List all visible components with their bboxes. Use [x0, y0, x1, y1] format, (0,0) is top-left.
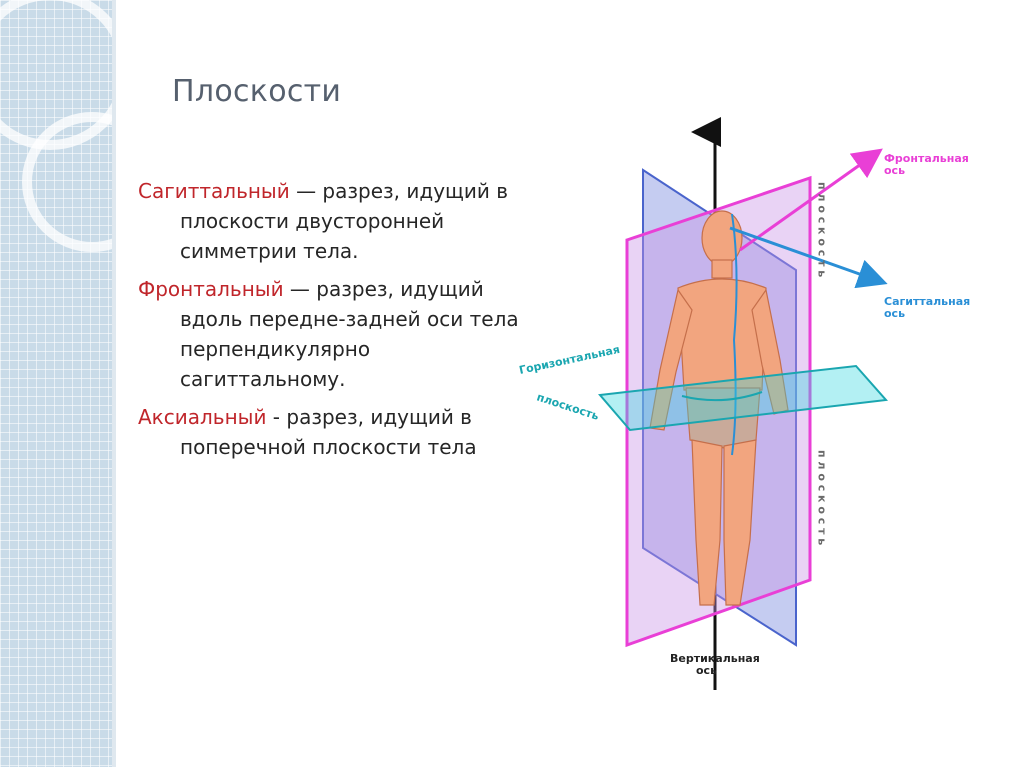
human-figure — [649, 210, 789, 606]
horizontal-plane-section — [681, 391, 763, 402]
planes-illustration: Фронтальная ось Сагиттальная ось Горизон… — [518, 117, 970, 690]
slide-body: Сагиттальный — разрез, идущий в плоскост… — [138, 176, 523, 470]
frontal-axis-line — [739, 148, 883, 252]
label-sagittal-axis-2: ось — [884, 307, 905, 320]
sagittal-midline — [731, 213, 738, 456]
definition-axial: Аксиальный - разрез, идущий в поперечной… — [138, 402, 523, 462]
sidebar-divider — [112, 0, 116, 767]
label-plane-lower: п л о с к о с т ь — [816, 450, 829, 545]
term-frontal: Фронтальный — [138, 277, 284, 301]
label-plane-upper: п л о с к о с т ь — [816, 182, 829, 277]
term-axial: Аксиальный — [138, 405, 267, 429]
label-vertical-axis: Вертикальная — [670, 652, 760, 665]
definition-frontal: Фронтальный — разрез, идущий вдоль перед… — [138, 274, 523, 394]
label-sagittal-axis: Сагиттальная — [884, 295, 970, 308]
definition-text: — разрез, идущий вдоль передне-задней ос… — [180, 277, 519, 391]
slide-title: Плоскости — [172, 74, 342, 109]
label-vertical-axis-2: ось — [696, 664, 717, 677]
sagittal-axis-line — [729, 226, 888, 289]
definition-text: — разрез, идущий в плоскости двусторонне… — [180, 179, 509, 263]
decorative-sidebar — [0, 0, 112, 767]
anatomical-planes-diagram: Фронтальная ось Сагиттальная ось Горизон… — [500, 110, 1024, 710]
label-horizontal-plane-2: плоскость — [535, 390, 601, 422]
definition-text: - разрез, идущий в поперечной плоскости … — [180, 405, 477, 459]
label-frontal-axis: Фронтальная — [884, 152, 969, 165]
definition-sagittal: Сагиттальный — разрез, идущий в плоскост… — [138, 176, 523, 266]
label-horizontal-plane: Горизонтальная — [518, 343, 621, 377]
term-sagittal: Сагиттальный — [138, 179, 290, 203]
label-frontal-axis-2: ось — [884, 164, 905, 177]
decorative-ring — [22, 112, 112, 252]
